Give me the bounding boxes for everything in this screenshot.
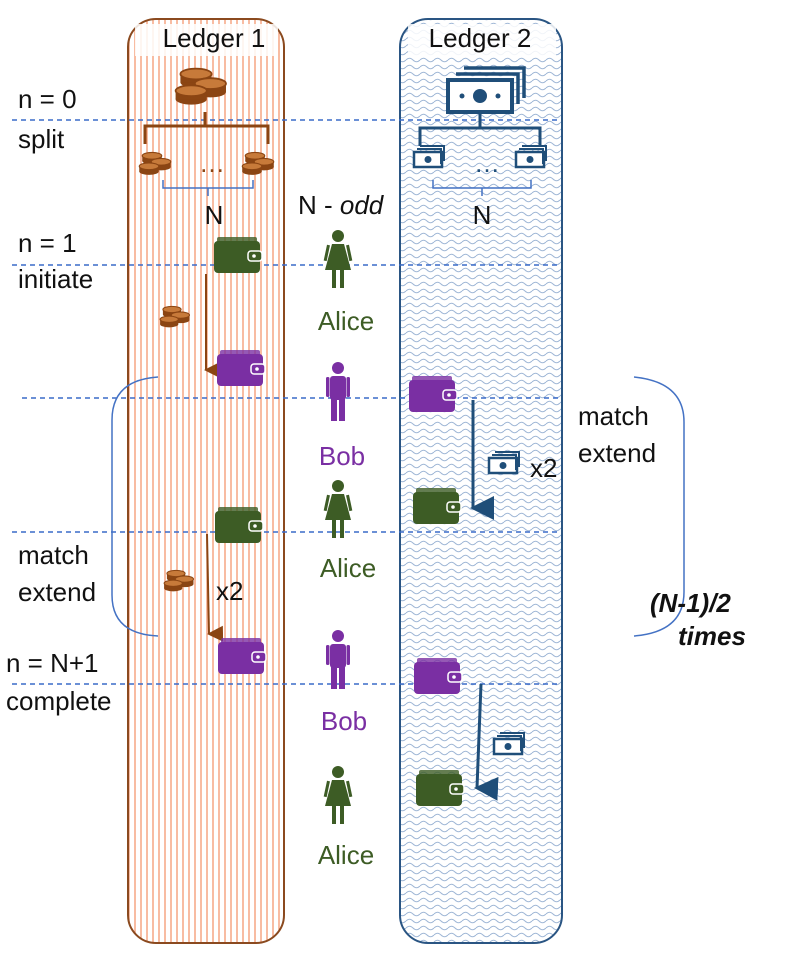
wallet-icon bbox=[213, 236, 263, 274]
phase-complete-label: complete bbox=[6, 686, 112, 716]
left-loop-brace bbox=[111, 376, 159, 637]
repeat-count-label: (N-1)/2 bbox=[650, 588, 731, 618]
right-match-label: match bbox=[578, 401, 649, 431]
participant-alice-3: Alice bbox=[318, 840, 374, 870]
multiplier-ledger2: x2 bbox=[530, 453, 557, 483]
wallet-icon bbox=[408, 375, 458, 413]
wallet-icon bbox=[214, 506, 264, 544]
phase-split-label: split bbox=[18, 124, 65, 154]
phase-initiate-label: initiate bbox=[18, 264, 93, 294]
right-extend-label: extend bbox=[578, 438, 656, 468]
phase-n1-label: n = 1 bbox=[18, 228, 77, 258]
wallet-icon bbox=[415, 769, 465, 807]
participant-bob-1: Bob bbox=[319, 441, 365, 471]
participant-alice-2: Alice bbox=[320, 553, 376, 583]
ellipsis-ledger1: … bbox=[199, 148, 225, 178]
ellipsis-ledger2: … bbox=[474, 148, 500, 178]
phase-n0-label: n = 0 bbox=[18, 84, 77, 114]
right-loop-brace bbox=[633, 376, 685, 637]
banknote-icon bbox=[492, 731, 526, 756]
wallet-icon bbox=[217, 637, 267, 675]
participant-alice-1: Alice bbox=[318, 306, 374, 336]
man-icon bbox=[326, 630, 350, 689]
transfer-arrow-ledger1-2 bbox=[206, 533, 224, 642]
split-bracket-ledger1 bbox=[143, 112, 270, 144]
left-match-label: match bbox=[18, 540, 89, 570]
man-icon bbox=[326, 362, 350, 421]
split-bracket-ledger2 bbox=[418, 114, 542, 146]
ledger1-title: Ledger 1 bbox=[163, 23, 266, 53]
banknote-icon bbox=[446, 66, 526, 114]
multiplier-ledger1: x2 bbox=[216, 576, 243, 606]
repeat-times-label: times bbox=[678, 621, 746, 651]
woman-icon bbox=[323, 766, 353, 824]
split-count-ledger1: N bbox=[205, 200, 224, 230]
wallet-icon bbox=[412, 487, 462, 525]
left-extend-label: extend bbox=[18, 577, 96, 607]
participant-bob-2: Bob bbox=[321, 706, 367, 736]
transfer-arrow-ledger2-2 bbox=[474, 683, 499, 801]
wallet-icon bbox=[216, 349, 266, 387]
banknote-icon bbox=[514, 144, 548, 169]
count-brace-ledger1 bbox=[162, 180, 254, 196]
woman-icon bbox=[323, 480, 353, 538]
phase-nN1-label: n = N+1 bbox=[6, 648, 99, 678]
count-brace-ledger2 bbox=[432, 180, 532, 196]
wallet-icon bbox=[413, 657, 463, 695]
phase-lines bbox=[12, 119, 560, 685]
split-count-ledger2: N bbox=[473, 200, 492, 230]
banknote-icon bbox=[487, 450, 521, 475]
n-odd-label: N - odd bbox=[298, 190, 385, 220]
woman-icon bbox=[323, 230, 353, 288]
ledger2-title: Ledger 2 bbox=[429, 23, 532, 53]
banknote-icon bbox=[412, 144, 446, 169]
ledger2-column bbox=[399, 18, 563, 944]
